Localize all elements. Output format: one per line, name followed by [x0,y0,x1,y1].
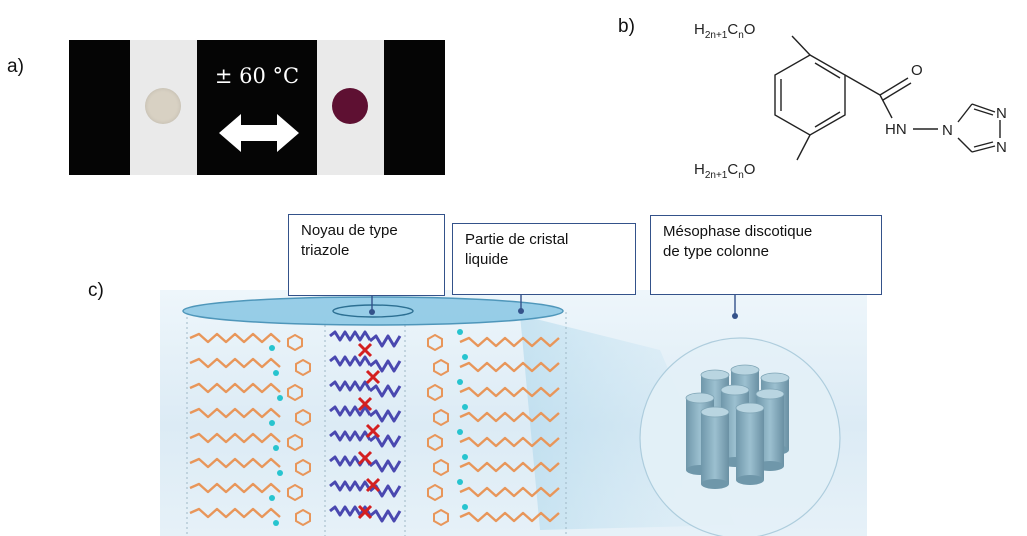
panel-label-b: b) [618,16,635,37]
thermochromic-photo: ± 60 °C [69,40,445,175]
temperature-label: ± 60 °C [214,64,300,88]
chemical-structure: H2n+1CnO H2n+1CnO O HN N N N [694,21,1007,181]
triazole-n3-label: N [996,139,1007,156]
callout-meso-line1: Mésophase discotique [663,223,813,240]
amide-nh-label: HN [885,121,907,138]
left-strip [130,40,197,175]
packing-illustration [186,312,841,536]
callout-lc-line2: liquide [465,251,509,268]
callout-lc-line1: Partie de cristal [465,231,569,248]
panel-label-c: c) [88,280,104,301]
hot-state-dot [332,88,368,124]
callout-liquid-crystal: Partie de cristal liquide [452,223,636,295]
callout-meso-line2: de type colonne [663,243,769,260]
molecular-packing-scene [160,290,867,536]
callout-triazole-core: Noyau de type triazole [288,214,445,296]
callout-mesophase: Mésophase discotique de type colonne [650,215,882,295]
callout-core-line1: Noyau de type [301,222,398,239]
carbonyl-oxygen-label: O [911,62,923,79]
callout-core-line2: triazole [301,242,350,259]
triazole-n2-label: N [996,105,1007,122]
panel-label-a: a) [7,56,24,77]
right-strip [317,40,384,175]
double-arrow-icon [219,114,299,152]
cold-state-dot [145,88,181,124]
triazole-n1-label: N [942,122,953,139]
alkoxy-top-label: H2n+1CnO [694,21,755,41]
alkoxy-bottom-label: H2n+1CnO [694,161,755,181]
